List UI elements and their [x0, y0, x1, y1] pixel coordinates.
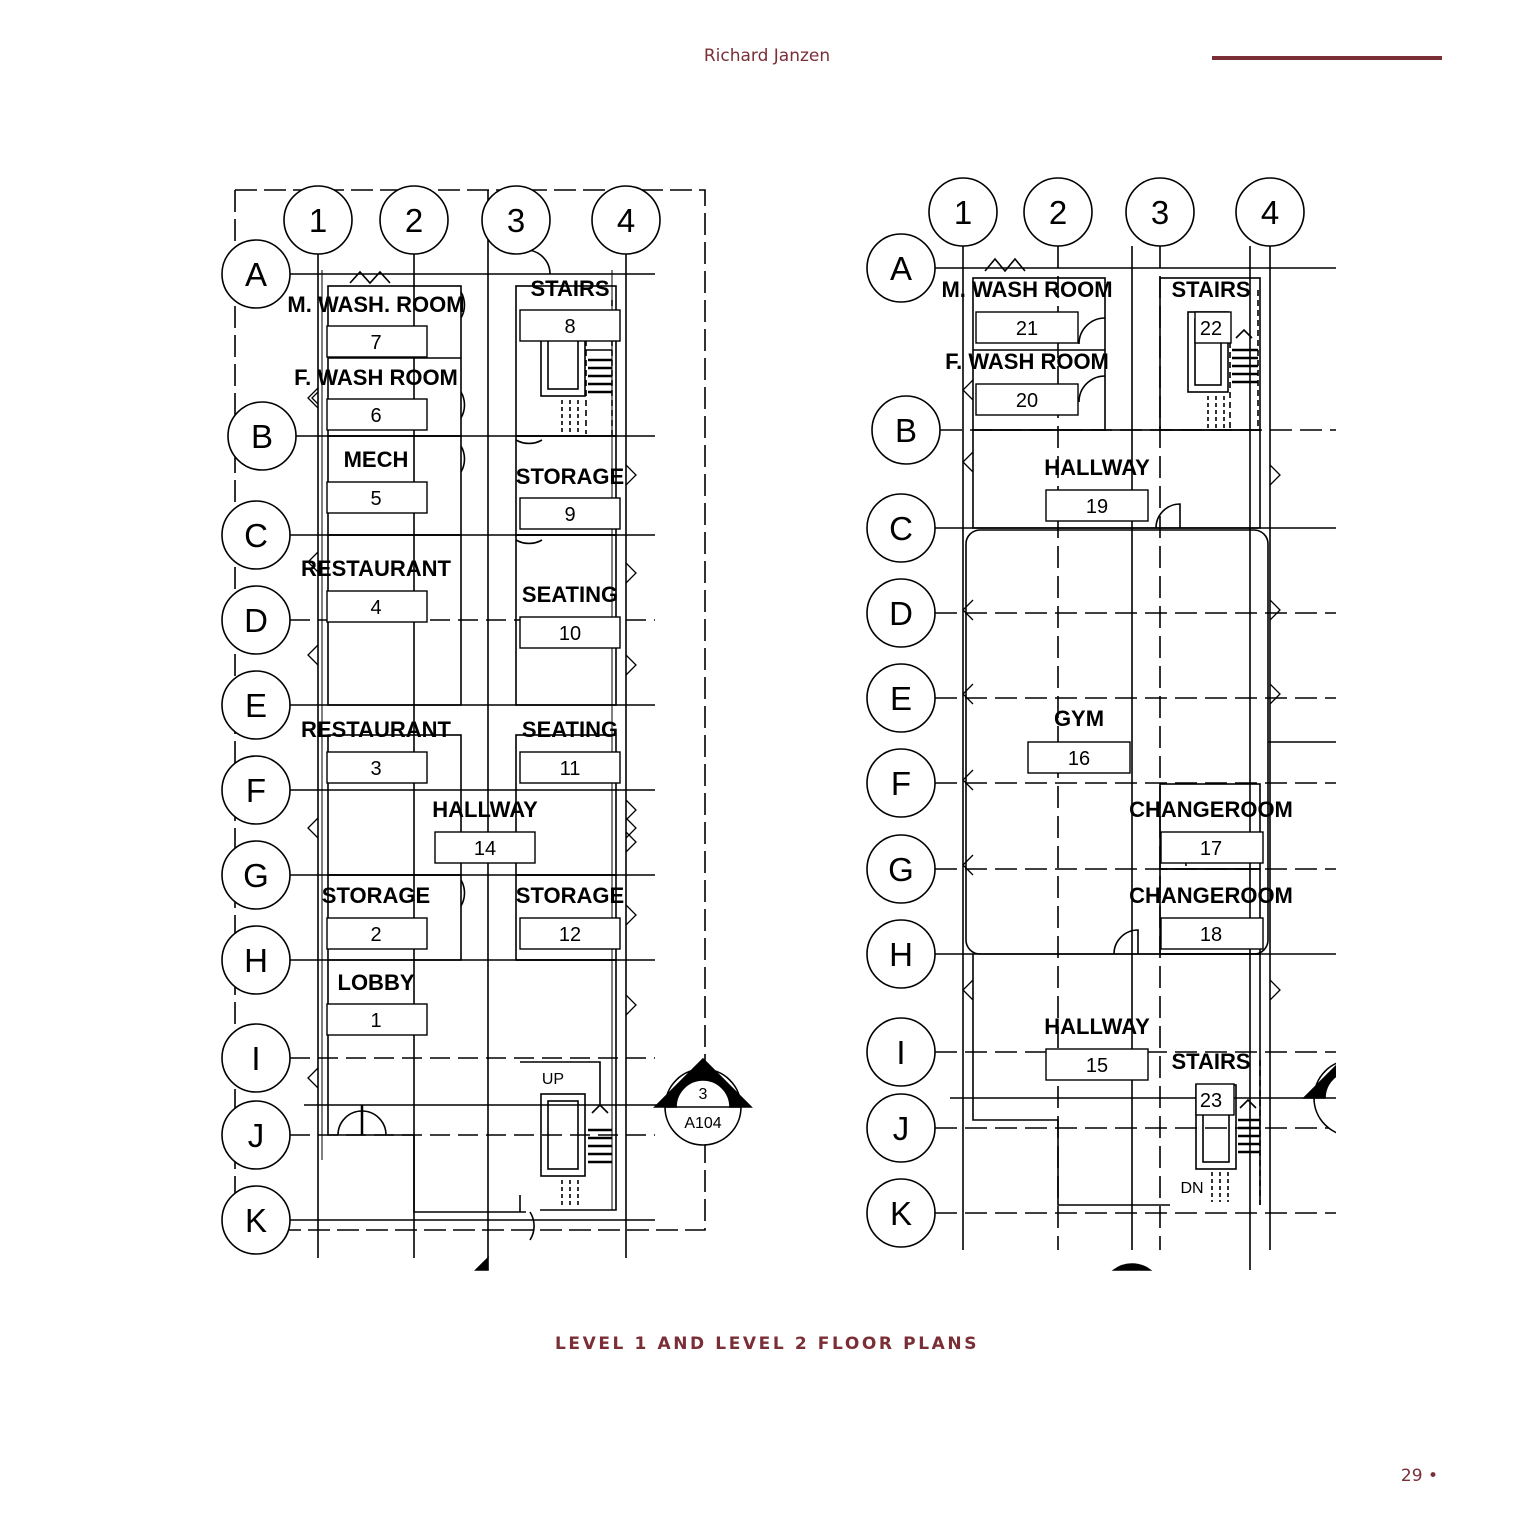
room-name: M. WASH. ROOM [287, 292, 464, 317]
level2-column-label: 3 [1151, 194, 1169, 231]
level2-row-label: G [888, 851, 914, 888]
level1-row-label: D [244, 602, 268, 639]
level2-row-label: F [891, 765, 911, 802]
room-name: F. WASH ROOM [945, 349, 1109, 374]
stair-direction-label: UP [542, 1071, 564, 1088]
level2-row-label: K [890, 1195, 912, 1232]
stair-direction-label: DN [1180, 1180, 1203, 1197]
room-name: HALLWAY [432, 797, 538, 822]
level1-row-label: G [243, 857, 269, 894]
room-number: 5 [370, 488, 381, 510]
room-number: 3 [370, 758, 381, 780]
room-name: RESTAURANT [301, 717, 451, 742]
room-name: M. WASH ROOM [941, 277, 1112, 302]
level2-column-label: 1 [954, 194, 972, 231]
level2-column-bubbles: 1 2 3 4 [928, 177, 1305, 247]
room-name: F. WASH ROOM [294, 365, 458, 390]
level1-column-label: 1 [309, 202, 327, 239]
level2-row-bubbles: A B C D E F G H I J K [866, 233, 941, 1248]
room-number: 23 [1200, 1090, 1222, 1112]
level1-room-labels: M. WASH. ROOM 7 F. WASH ROOM 6 MECH 5 RE… [287, 276, 721, 1132]
level1-row-label: J [248, 1117, 265, 1154]
room-name: STORAGE [516, 883, 624, 908]
header-rule [1212, 56, 1442, 60]
room-name: STAIRS [1171, 277, 1250, 302]
level2-row-label: D [889, 595, 913, 632]
author-name: Richard Janzen [703, 46, 831, 66]
level1-room-tags [326, 309, 621, 1036]
level1-row-label: F [246, 772, 266, 809]
level2-room-tags [975, 311, 1264, 1116]
room-number: 18 [1200, 924, 1222, 946]
level2-row-label: H [889, 936, 913, 973]
room-number: 14 [474, 838, 496, 860]
level1-row-label: B [251, 418, 273, 455]
level1-column-bubbles: 1 2 3 4 [283, 185, 661, 255]
level2-room-labels: M. WASH ROOM 21 F. WASH ROOM 20 STAIRS 2… [941, 277, 1292, 1197]
level2-column-label: 4 [1261, 194, 1279, 231]
room-name: RESTAURANT [301, 556, 451, 581]
level2-row-label: I [896, 1034, 905, 1071]
room-number: 15 [1086, 1055, 1108, 1077]
section-marker-number: 3 [699, 1086, 708, 1103]
room-number: 1 [370, 1010, 381, 1032]
level1-row-label: I [251, 1040, 260, 1077]
room-number: 20 [1016, 390, 1038, 412]
room-name: HALLWAY [1044, 455, 1150, 480]
room-name: STORAGE [516, 464, 624, 489]
level2-row-label: A [890, 250, 912, 287]
level1-row-label: E [245, 687, 267, 724]
room-number: 19 [1086, 496, 1108, 518]
level1-plan [234, 189, 753, 1271]
level1-row-label: A [245, 256, 267, 293]
room-name: GYM [1054, 706, 1104, 731]
room-name: CHANGEROOM [1129, 883, 1293, 908]
room-name: STAIRS [1171, 1049, 1250, 1074]
room-name: SEATING [522, 717, 618, 742]
room-number: 6 [370, 405, 381, 427]
room-number: 7 [370, 332, 381, 354]
room-number: 10 [559, 623, 581, 645]
room-number: 4 [370, 597, 381, 619]
room-name: MECH [344, 447, 409, 472]
room-number: 22 [1200, 318, 1222, 340]
room-name: LOBBY [338, 970, 415, 995]
page-number: 29 • [1400, 1466, 1438, 1486]
room-name: STAIRS [530, 276, 609, 301]
room-name: HALLWAY [1044, 1014, 1150, 1039]
level1-row-label: H [244, 942, 268, 979]
level2-row-label: B [895, 412, 917, 449]
level1-row-label: C [244, 517, 268, 554]
room-number: 21 [1016, 318, 1038, 340]
level1-column-label: 3 [507, 202, 525, 239]
level1-column-label: 2 [405, 202, 423, 239]
room-number: 8 [564, 316, 575, 338]
level1-column-label: 4 [617, 202, 635, 239]
level2-row-label: E [890, 680, 912, 717]
level2-column-label: 2 [1049, 194, 1067, 231]
room-number: 17 [1200, 838, 1222, 860]
room-number: 16 [1068, 748, 1090, 770]
level1-row-label: K [245, 1202, 267, 1239]
room-name: STORAGE [322, 883, 430, 908]
room-name: CHANGEROOM [1129, 797, 1293, 822]
room-number: 11 [560, 758, 581, 780]
level1-row-bubbles: A B C D E F G H I J K [221, 239, 297, 1255]
room-number: 2 [370, 924, 381, 946]
room-number: 12 [559, 924, 581, 946]
figure-caption: LEVEL 1 AND LEVEL 2 FLOOR PLANS [554, 1334, 980, 1354]
room-number: 9 [564, 504, 575, 526]
room-name: SEATING [522, 582, 618, 607]
level2-row-label: C [889, 510, 913, 547]
section-marker-sheet: A104 [684, 1115, 721, 1132]
level2-row-label: J [893, 1110, 910, 1147]
